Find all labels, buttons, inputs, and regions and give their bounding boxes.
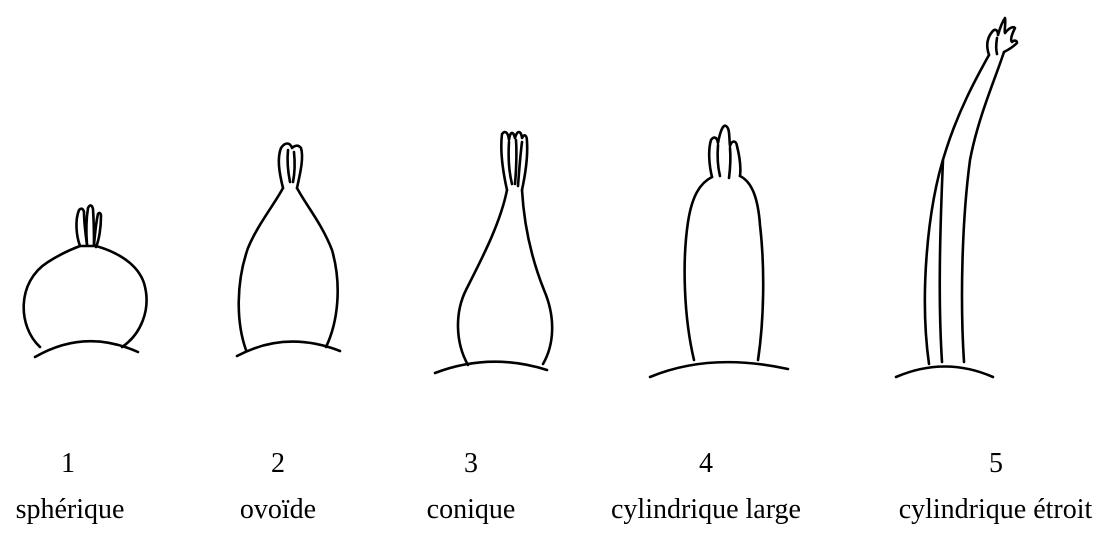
figure-number-5: 5 [976,448,1016,480]
shape-narrow-cylindrical [896,18,1017,377]
figure-number-1: 1 [48,448,88,480]
figure-number-2: 2 [258,448,298,480]
shape-conical [435,132,552,373]
shape-ovoid [237,144,340,357]
figure-name-1: sphérique [0,494,140,526]
shape-wide-cylindrical [650,126,788,377]
shape-spherical [24,205,147,357]
figure-name-5: cylindrique étroit [878,494,1113,526]
figure-number-4: 4 [686,448,726,480]
figure-name-4: cylindrique large [586,494,826,526]
figure-number-3: 3 [451,448,491,480]
figure-name-3: conique [406,494,536,526]
figure-name-2: ovoïde [213,494,343,526]
